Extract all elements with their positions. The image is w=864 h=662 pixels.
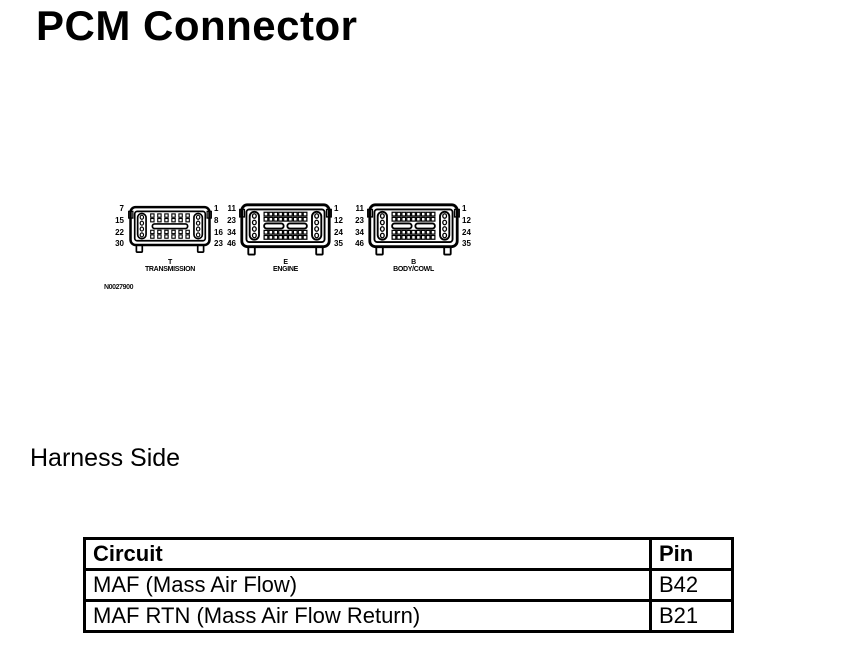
bodycowl-connector-label: B BODY/COWL [367, 259, 460, 273]
pin-number: 11 [355, 204, 364, 213]
pin-number: 23 [355, 215, 364, 225]
transmission-connector-label: T TRANSMISSION [128, 259, 212, 273]
circuit-column-header: Circuit [83, 537, 652, 571]
pin-number: 34 [227, 227, 236, 237]
transmission-connector-icon [128, 205, 212, 253]
pin-cell: B21 [649, 599, 734, 633]
pin-number: 12 [334, 215, 343, 225]
connector-name: BODY/COWL [393, 266, 434, 273]
connector-name: TRANSMISSION [144, 266, 196, 273]
table-row: MAF (Mass Air Flow) B42 [83, 568, 734, 602]
circuit-pin-table: Circuit Pin MAF (Mass Air Flow) B42 MAF … [83, 537, 734, 633]
pin-cell: B42 [649, 568, 734, 602]
pin-number: 24 [462, 227, 471, 237]
table-row: MAF RTN (Mass Air Flow Return) B21 [83, 599, 734, 633]
circuit-cell: MAF RTN (Mass Air Flow Return) [83, 599, 652, 633]
pin-number: 12 [462, 215, 471, 225]
pin-number: 16 [214, 227, 223, 237]
pin-number: 24 [334, 227, 343, 237]
bodycowl-connector-icon [367, 203, 460, 256]
connector-letter: B [411, 259, 416, 266]
transmission-pin-numbers-left: 7 15 22 30 [104, 203, 124, 250]
bodycowl-pin-numbers-right: 1 12 24 35 [462, 203, 482, 250]
pin-number: 1 [462, 204, 467, 213]
circuit-cell: MAF (Mass Air Flow) [83, 568, 652, 602]
harness-side-label: Harness Side [30, 444, 181, 472]
engine-pin-numbers-left: 11 23 34 46 [216, 203, 236, 250]
pin-column-header: Pin [649, 537, 734, 571]
pin-number: 30 [115, 239, 124, 249]
pin-number: 46 [355, 239, 364, 249]
pin-number: 7 [119, 204, 124, 213]
bodycowl-pin-numbers-left: 11 23 34 46 [344, 203, 364, 250]
pin-number: 35 [334, 239, 343, 249]
transmission-pin-numbers-right: 1 8 16 23 [214, 203, 234, 250]
pin-number: 23 [227, 215, 236, 225]
connector-letter: T [168, 259, 172, 266]
figure-code: N0027900 [104, 284, 134, 291]
pin-number: 15 [115, 215, 124, 225]
pin-number: 1 [334, 204, 339, 213]
page-title: PCM Connector [36, 2, 358, 49]
pin-number: 22 [115, 227, 124, 237]
pin-number: 11 [227, 204, 236, 213]
engine-connector-label: E ENGINE [239, 259, 332, 273]
pin-number: 34 [355, 227, 364, 237]
pin-number: 8 [214, 215, 219, 225]
pin-number: 23 [214, 239, 223, 249]
connector-name: ENGINE [272, 266, 299, 273]
engine-pin-numbers-right: 1 12 24 35 [334, 203, 354, 250]
engine-connector-icon [239, 203, 332, 256]
pin-number: 1 [214, 204, 219, 213]
connector-letter: E [283, 259, 288, 266]
pin-number: 35 [462, 239, 471, 249]
pin-number: 46 [227, 239, 236, 249]
table-header-row: Circuit Pin [83, 537, 734, 571]
